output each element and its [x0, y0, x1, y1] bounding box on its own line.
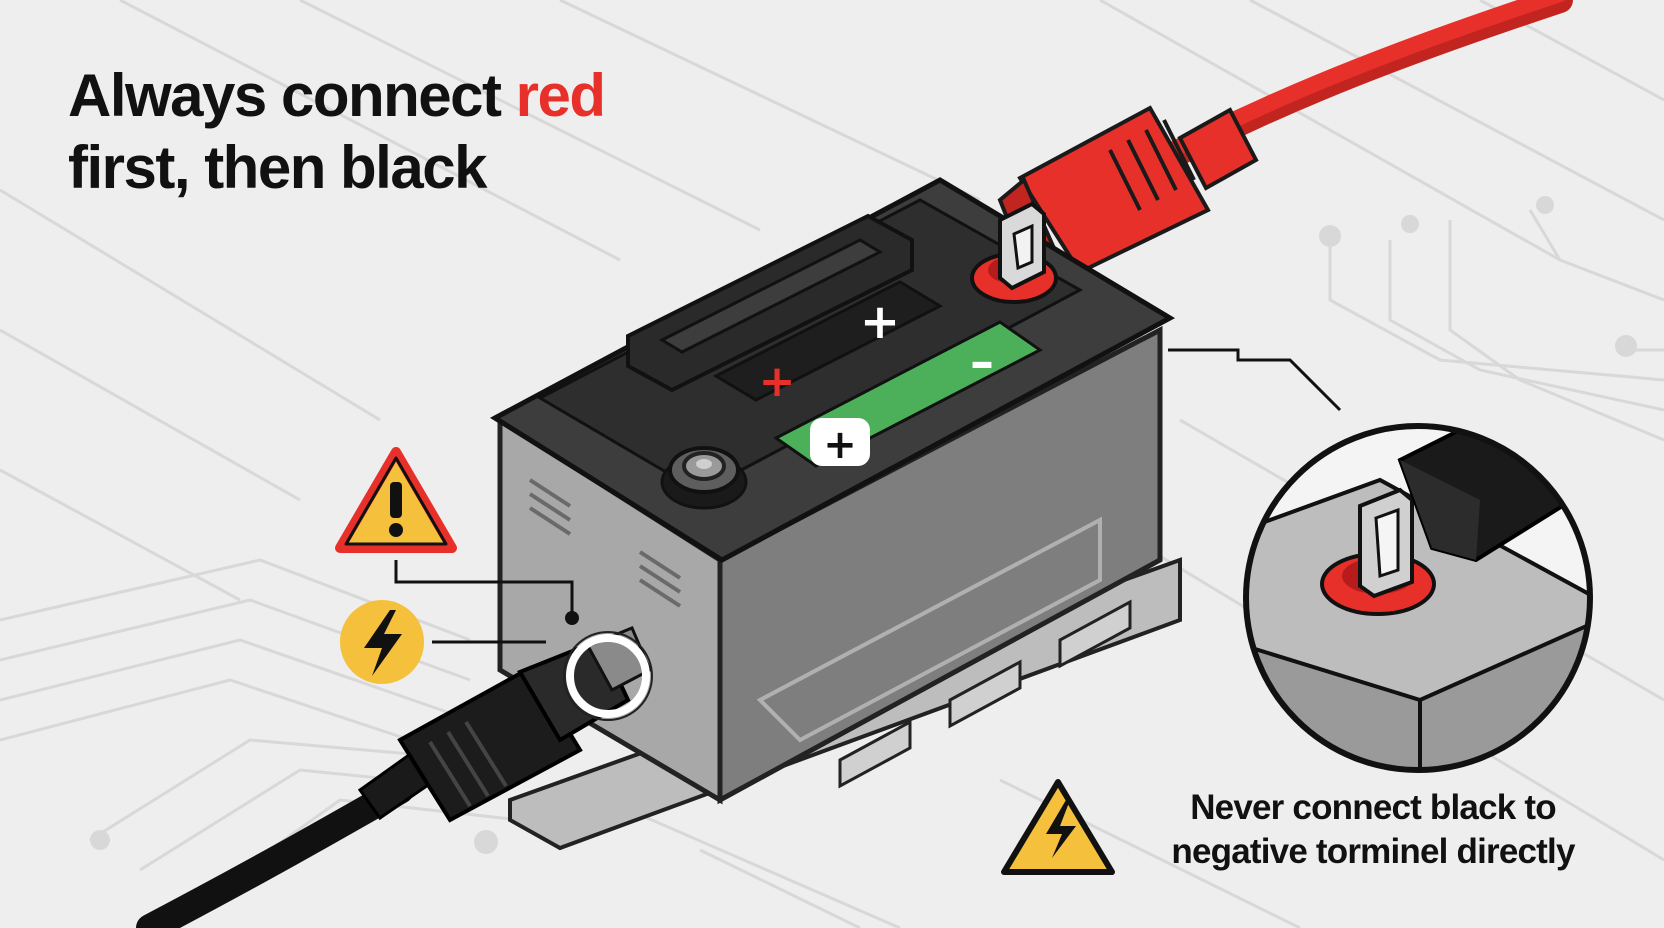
warning-note: Never connect black to negative torminel…	[1138, 786, 1608, 874]
headline-line2: first, then black	[68, 134, 487, 201]
green-label-plus-symbol: +	[823, 422, 857, 468]
headline-line1-prefix: Always connect	[68, 62, 516, 129]
green-label-plus-badge	[810, 418, 870, 466]
green-label-minus-symbol: –	[970, 334, 994, 390]
top-label-plus-symbol: +	[860, 294, 900, 350]
warning-note-line1: Never connect black to	[1190, 788, 1556, 827]
headline: Always connect red first, then black	[68, 60, 606, 204]
callout-lines	[394, 348, 1342, 644]
battery	[490, 177, 1182, 851]
warning-triangle-lightning-icon	[1001, 779, 1115, 875]
black-cable	[136, 626, 653, 928]
lightning-bolt-icon	[340, 600, 424, 684]
callout-anchor-dot	[565, 611, 579, 625]
headline-red-word: red	[515, 62, 606, 129]
terminal-zoom-inset	[1243, 423, 1593, 773]
warning-triangle-icon	[335, 447, 457, 553]
warning-note-line2: negative torminel directly	[1171, 832, 1575, 871]
red-cable	[997, 0, 1573, 279]
top-label-red-plus-symbol: +	[759, 356, 796, 407]
